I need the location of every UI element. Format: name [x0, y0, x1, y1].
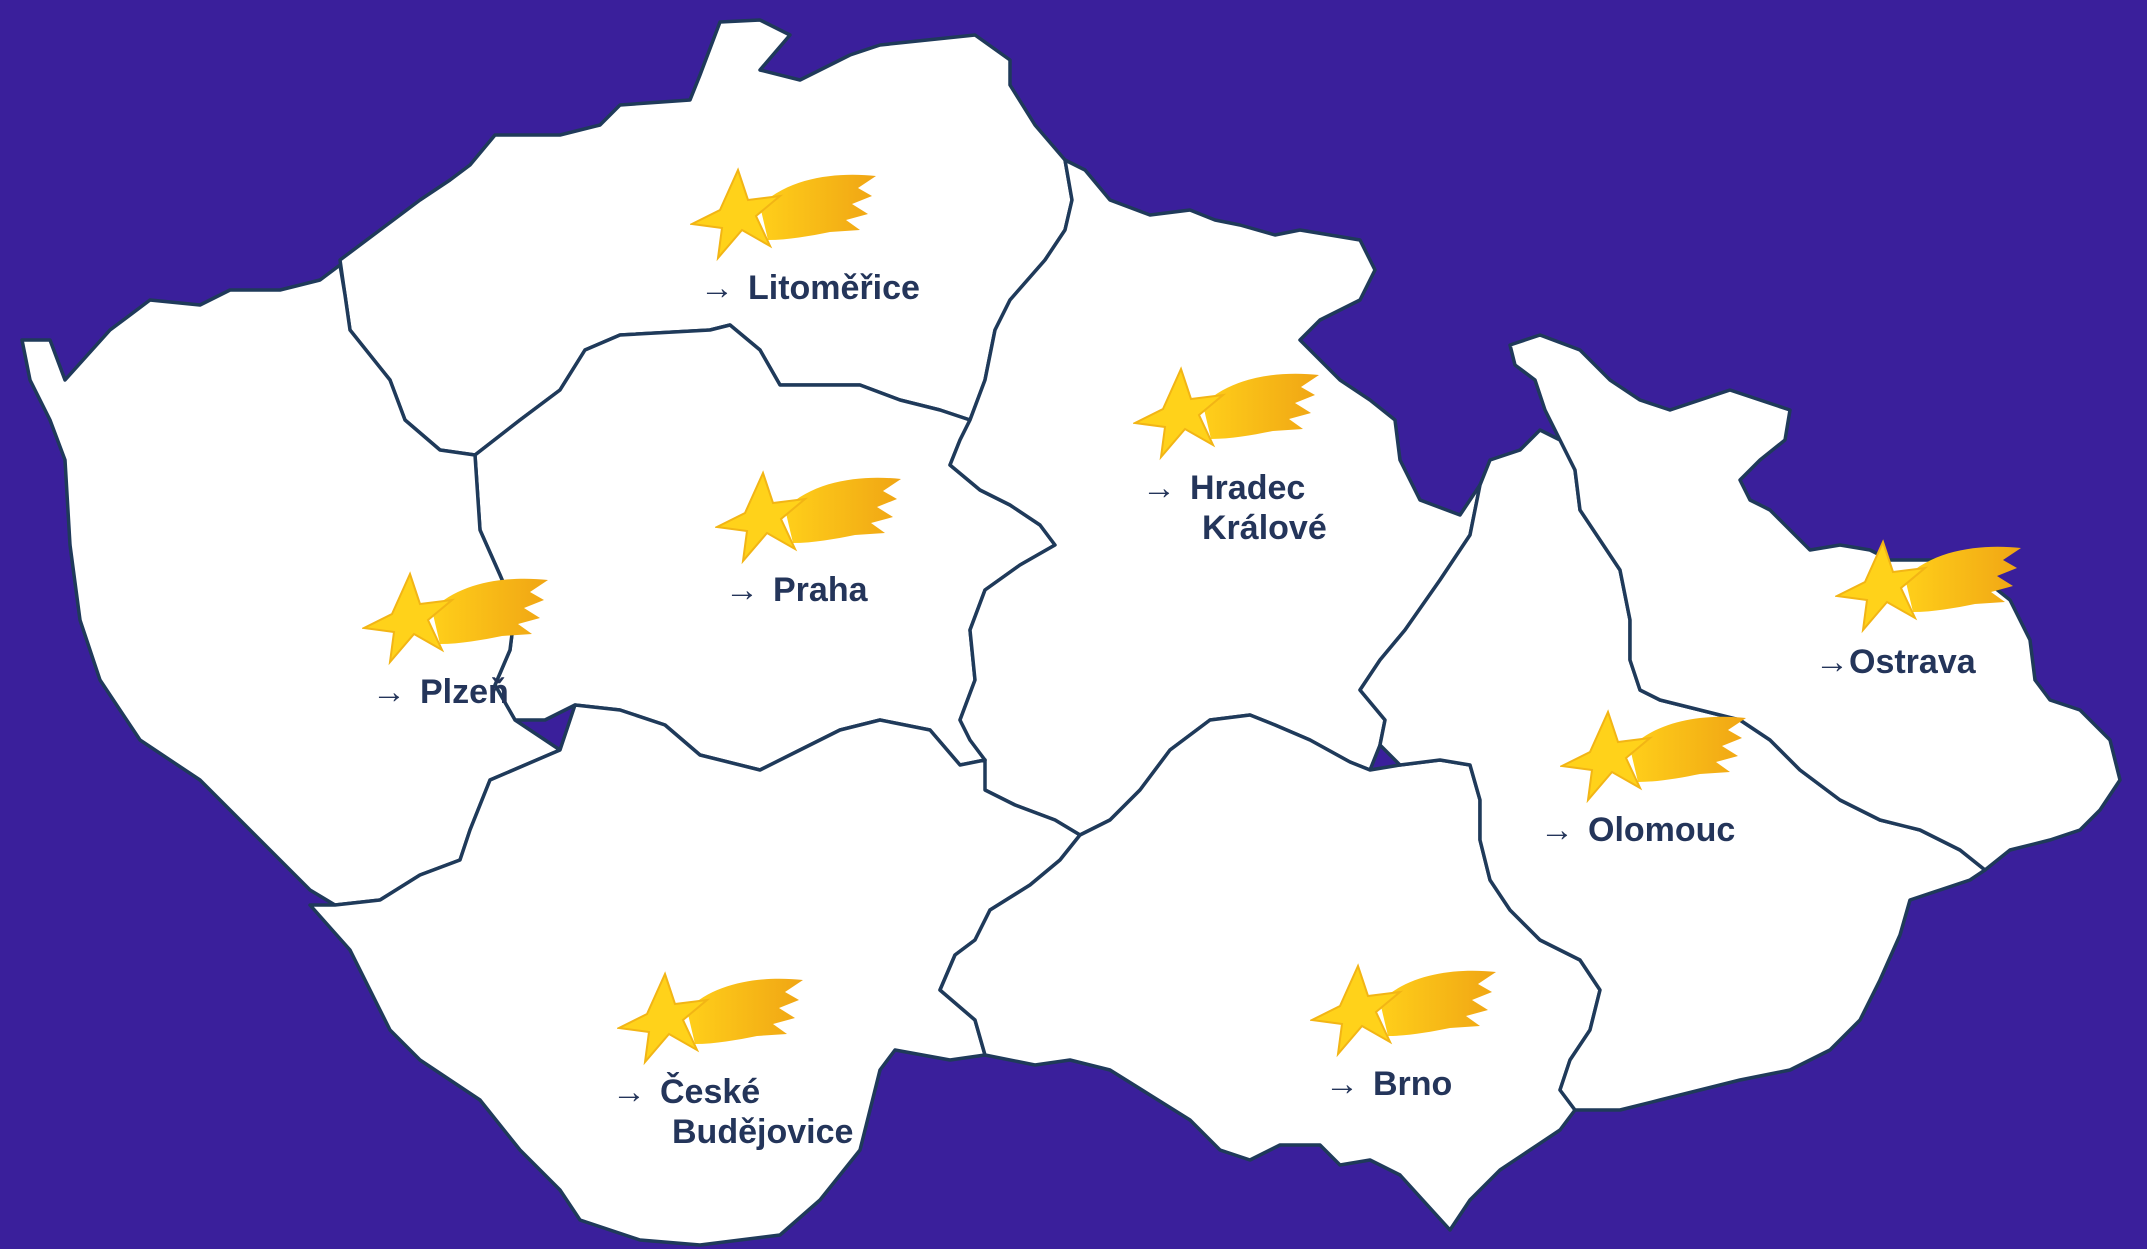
city-name-line2: Budějovice [672, 1113, 854, 1151]
arrow-right-icon: → [1142, 469, 1176, 507]
city-name: Olomouc [1588, 811, 1736, 849]
city-name: Plzeň [420, 673, 509, 711]
region-ostrava[interactable] [1508, 333, 2122, 872]
city-link-ceske-budejovice[interactable]: → České Budějovice [612, 1072, 853, 1152]
city-name: České [660, 1073, 761, 1111]
arrow-right-icon: → [1540, 811, 1574, 849]
city-link-plzen[interactable]: → Plzeň [372, 672, 509, 712]
city-link-praha[interactable]: → Praha [725, 570, 868, 610]
city-name: Litoměřice [748, 269, 920, 307]
arrow-right-icon: → [372, 673, 406, 711]
city-link-hradec-kralove[interactable]: → Hradec Králové [1142, 468, 1327, 548]
city-name: Brno [1373, 1065, 1453, 1103]
city-link-ostrava[interactable]: →Ostrava [1815, 642, 1976, 682]
arrow-right-icon: → [612, 1073, 646, 1111]
city-name: Hradec [1190, 469, 1306, 507]
region-plzen[interactable] [20, 263, 562, 907]
city-name-line2: Králové [1202, 509, 1327, 547]
city-link-brno[interactable]: → Brno [1325, 1064, 1452, 1104]
arrow-right-icon: → [1325, 1065, 1359, 1103]
region-brno[interactable] [938, 713, 1602, 1232]
city-link-litomerice[interactable]: → Litoměřice [700, 268, 920, 308]
arrow-right-icon: → [725, 571, 759, 609]
city-name: Praha [773, 571, 868, 609]
arrow-right-icon: → [700, 269, 734, 307]
city-link-olomouc[interactable]: → Olomouc [1540, 810, 1735, 850]
arrow-right-icon: → [1815, 643, 1849, 681]
city-name: Ostrava [1849, 643, 1976, 681]
